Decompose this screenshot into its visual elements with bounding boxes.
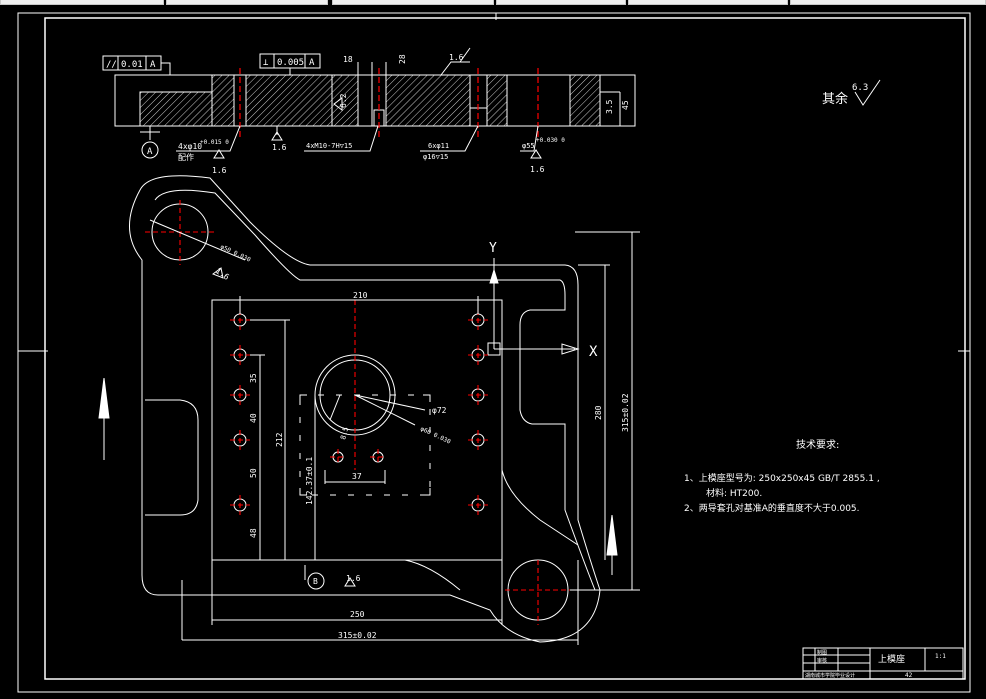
section-center-lines <box>239 68 539 140</box>
outer-sheet-border <box>17 12 971 693</box>
dim-212: 212 <box>275 432 284 447</box>
dim-50: 50 <box>249 468 258 478</box>
plan-center-lines <box>145 200 572 625</box>
tab-3[interactable] <box>332 0 494 5</box>
hatch-left <box>139 91 213 127</box>
dim-hole-top: φ50 0.030 <box>219 243 252 263</box>
hole-mid-callout: 6xφ11 <box>428 142 449 150</box>
hole-right-tol: +0.030 0 <box>536 137 565 144</box>
tech-item-1: 1、上模座型号为: 250x250x45 GB/T 2855.1 , <box>684 472 880 484</box>
dim-phi-small: φ60 0.030 <box>419 425 452 445</box>
plan-dimensions <box>149 219 640 645</box>
section-top-dimensions <box>357 47 471 76</box>
thread-callout: 4xM10-7H▽15 <box>306 142 352 150</box>
dim-280: 280 <box>594 405 603 420</box>
title-drawn: 制图 <box>817 649 827 656</box>
plan-outline <box>129 175 601 643</box>
corner-marks <box>299 394 431 496</box>
title-block <box>802 647 964 680</box>
dim-315-v: 315±0.02 <box>621 393 630 432</box>
dim-phi72: φ72 <box>432 406 447 415</box>
dim-37: 37 <box>352 472 362 481</box>
parallelism-frame <box>102 55 171 75</box>
dim-18: 18 <box>343 55 353 64</box>
roughness-right: 1.6 <box>530 165 545 174</box>
tab-1[interactable] <box>0 0 164 5</box>
dim-210: 210 <box>353 291 368 300</box>
roughness-hole: 1.6 <box>214 266 231 282</box>
dim-35: 35 <box>249 373 258 383</box>
perp-datum: A <box>309 58 315 68</box>
dim-45: 45 <box>621 100 630 110</box>
section-view <box>114 74 636 127</box>
hole-left-callout: 4xφ10 <box>178 142 202 151</box>
title-code: 42 <box>905 672 913 679</box>
parallelism-datum: A <box>150 60 156 70</box>
roughness-left: 1.6 <box>212 166 227 175</box>
hole-left-tol: +0.015 0 <box>200 139 229 146</box>
rest-roughness-value: 6.3 <box>852 83 868 93</box>
title-part-name: 上模座 <box>878 653 905 665</box>
title-school: 湖南城市学院毕业设计 <box>805 672 855 679</box>
tab-5[interactable] <box>628 0 788 5</box>
perp-tolerance: 0.005 <box>277 58 304 68</box>
inner-drawing-frame <box>44 17 966 680</box>
dim-142: 142.37±0.1 <box>305 457 314 505</box>
dim-40: 40 <box>249 413 258 423</box>
tab-4[interactable] <box>496 0 626 5</box>
view-direction-arrows <box>98 377 618 575</box>
hole-right-callout: φ55 <box>522 142 535 150</box>
centering-marks <box>18 13 970 352</box>
section-right-dims <box>600 75 636 126</box>
hole-left-note: 配作 <box>178 152 194 162</box>
parallelism-tolerance: 0.01 <box>121 60 143 70</box>
perpendicularity-frame <box>259 53 321 75</box>
dim-28: 28 <box>398 54 407 64</box>
hole-mid-callout-2: φ16▽15 <box>423 153 448 161</box>
ucs-axis-icon <box>489 258 580 355</box>
roughness-bottom: 1.6 <box>346 574 361 583</box>
tab-2[interactable] <box>166 0 328 5</box>
dim-250: 250 <box>350 610 365 619</box>
section-bottom-leaders <box>140 125 542 159</box>
dim-48: 48 <box>249 528 258 538</box>
roughness-symbol-icon <box>854 79 881 106</box>
parallelism-symbol: // <box>106 60 117 70</box>
axis-y-label: Y <box>489 241 497 256</box>
axis-x-label: X <box>589 344 598 360</box>
title-scale: 1:1 <box>935 653 946 660</box>
datum-triangle-mid <box>333 97 343 111</box>
tech-item-2: 2、两导套孔对基准A的垂直度不大于0.005. <box>684 502 860 514</box>
tech-heading: 技术要求: <box>796 438 839 451</box>
dim-8-5: 8.5 <box>339 426 350 440</box>
tech-item-1b: 材料: HT200. <box>706 487 762 499</box>
datum-b-label: B <box>313 577 318 586</box>
tab-strip <box>0 0 986 7</box>
hole-circles <box>151 203 569 621</box>
rest-roughness-label: 其余 <box>822 91 848 107</box>
dim-3-5: 3.5 <box>605 99 614 114</box>
title-checked: 审核 <box>817 657 827 664</box>
roughness-top: 1.6 <box>449 53 464 62</box>
roughness-mid: 1.6 <box>272 143 287 152</box>
datum-a-label: A <box>147 147 153 157</box>
perp-symbol: ⊥ <box>263 58 269 68</box>
dim-6-2: 6.2 <box>339 93 348 108</box>
dim-315-h: 315±0.02 <box>338 631 377 640</box>
